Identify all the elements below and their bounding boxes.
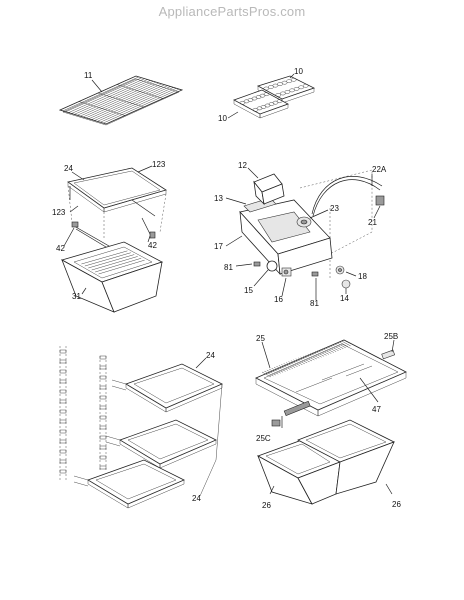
callout-31: 31 [72,292,81,301]
callout-81: 81 [310,299,319,308]
callout-14: 14 [340,294,349,303]
callout-24: 24 [206,351,215,360]
callout-15: 15 [244,286,253,295]
callout-123: 123 [52,208,66,217]
shelf-rack-column [59,346,107,480]
crisper-pan[interactable] [60,241,164,313]
callout-25: 25 [256,334,265,343]
callout-labels: 11 10 10 24 123 123 42 42 31 12 13 22A 2… [52,67,401,510]
ice-maker-assembly[interactable] [239,169,385,289]
callout-17: 17 [214,242,223,251]
site-watermark: AppliancePartsPros.com [158,4,306,19]
callout-18: 18 [358,272,367,281]
callout-24: 24 [192,494,201,503]
callout-123: 123 [152,160,166,169]
callout-24: 24 [64,164,73,173]
glass-shelf-upper-left[interactable] [67,167,167,213]
callout-12: 12 [238,161,247,170]
crisper-cover[interactable] [255,339,407,427]
callout-11: 11 [84,71,93,80]
callout-25c: 25C [256,434,271,443]
callout-10: 10 [294,67,303,76]
crisper-drawer-right[interactable] [297,419,396,495]
callout-26: 26 [262,501,271,510]
callout-22a: 22A [372,165,387,174]
callout-42: 42 [56,244,65,253]
callout-42: 42 [148,241,157,250]
callout-25b: 25B [384,332,398,341]
wire-shelf[interactable] [58,75,184,126]
callout-81: 81 [224,263,233,272]
callout-16: 16 [274,295,283,304]
ice-tray-lower[interactable] [233,89,289,119]
callout-21: 21 [368,218,377,227]
callout-23: 23 [330,204,339,213]
callout-10: 10 [218,114,227,123]
callout-leader-lines [63,73,395,495]
callout-13: 13 [214,194,223,203]
crisper-drawer-left[interactable] [257,439,341,505]
callout-26: 26 [392,500,401,509]
glass-shelf-stack[interactable] [73,363,223,509]
callout-47: 47 [372,405,381,414]
